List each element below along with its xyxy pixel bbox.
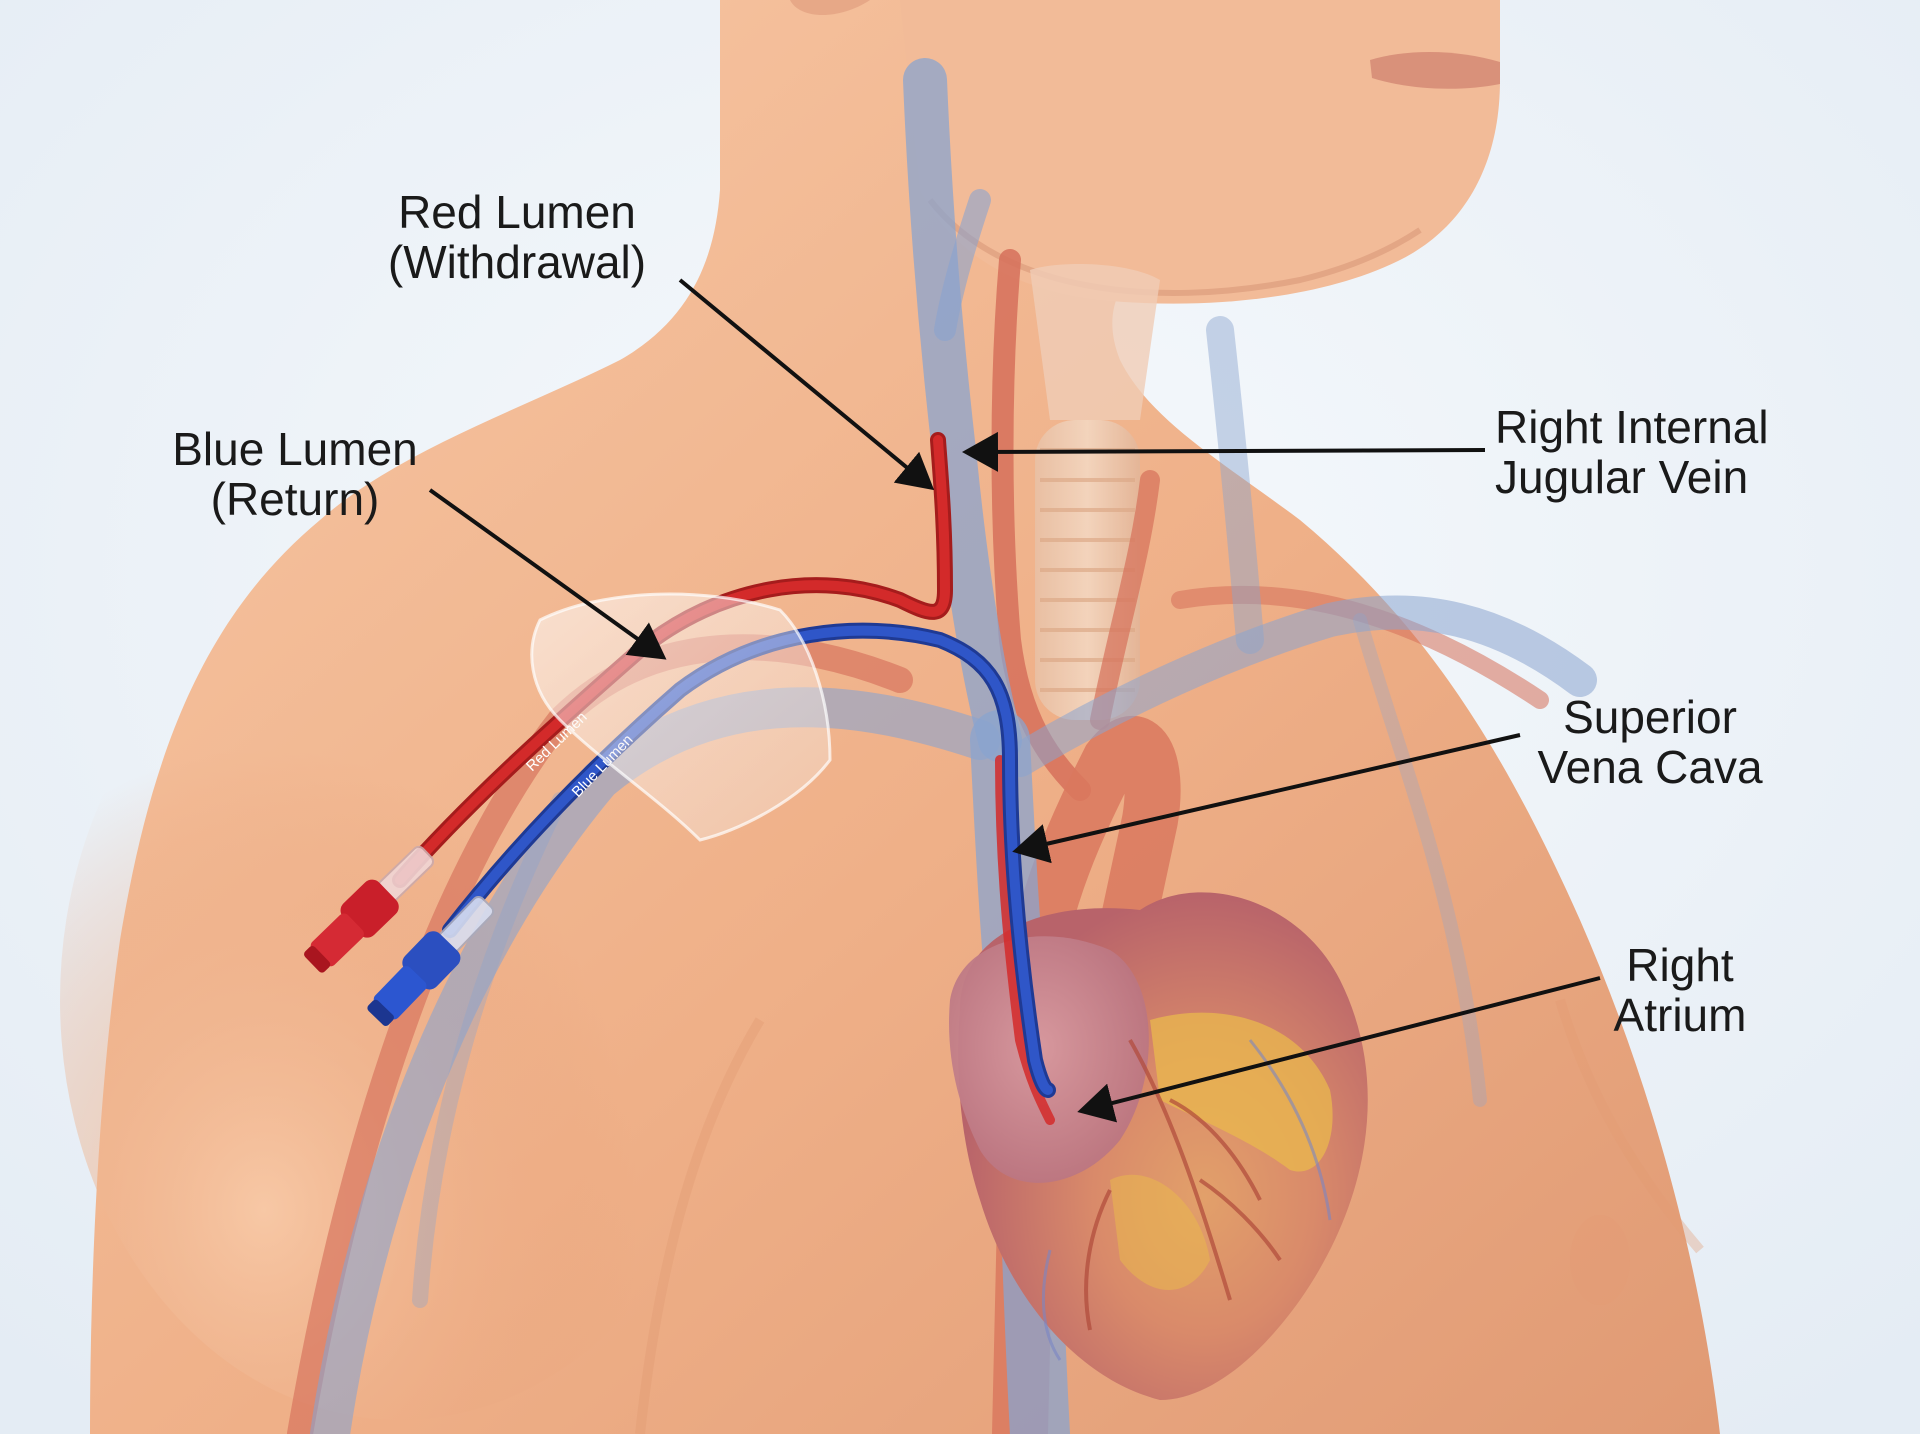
label-superior-vena-cava: Superior Vena Cava — [1510, 692, 1790, 792]
label-red-lumen: Red Lumen (Withdrawal) — [372, 187, 662, 287]
leader-arrows — [428, 278, 1601, 1123]
label-rijv-line2: Jugular Vein — [1495, 451, 1749, 503]
dressing — [530, 592, 832, 842]
arrow-blue-lumen — [428, 488, 667, 660]
catheter-hubs — [304, 845, 495, 1026]
label-right-internal-jugular-vein: Right Internal Jugular Vein — [1495, 402, 1805, 502]
arrow-superior-vena-cava — [1012, 733, 1521, 864]
label-svc-line2: Vena Cava — [1537, 741, 1763, 793]
label-blue-lumen: Blue Lumen (Return) — [150, 424, 440, 524]
arrow-red-lumen — [678, 278, 935, 491]
label-blue-lumen-line2: (Return) — [210, 473, 380, 525]
label-blue-lumen-line1: Blue Lumen — [172, 423, 418, 475]
arrow-right-internal-jugular-vein — [962, 431, 1486, 472]
label-red-lumen-line2: (Withdrawal) — [387, 236, 647, 288]
label-ra-line1: Right — [1626, 939, 1734, 991]
label-svc-line1: Superior — [1563, 691, 1737, 743]
label-right-atrium: Right Atrium — [1590, 940, 1770, 1040]
heart — [949, 892, 1368, 1400]
label-red-lumen-line1: Red Lumen — [398, 186, 636, 238]
arrow-right-atrium — [1077, 976, 1601, 1123]
label-ra-line2: Atrium — [1613, 989, 1747, 1041]
label-rijv-line1: Right Internal — [1495, 401, 1769, 453]
